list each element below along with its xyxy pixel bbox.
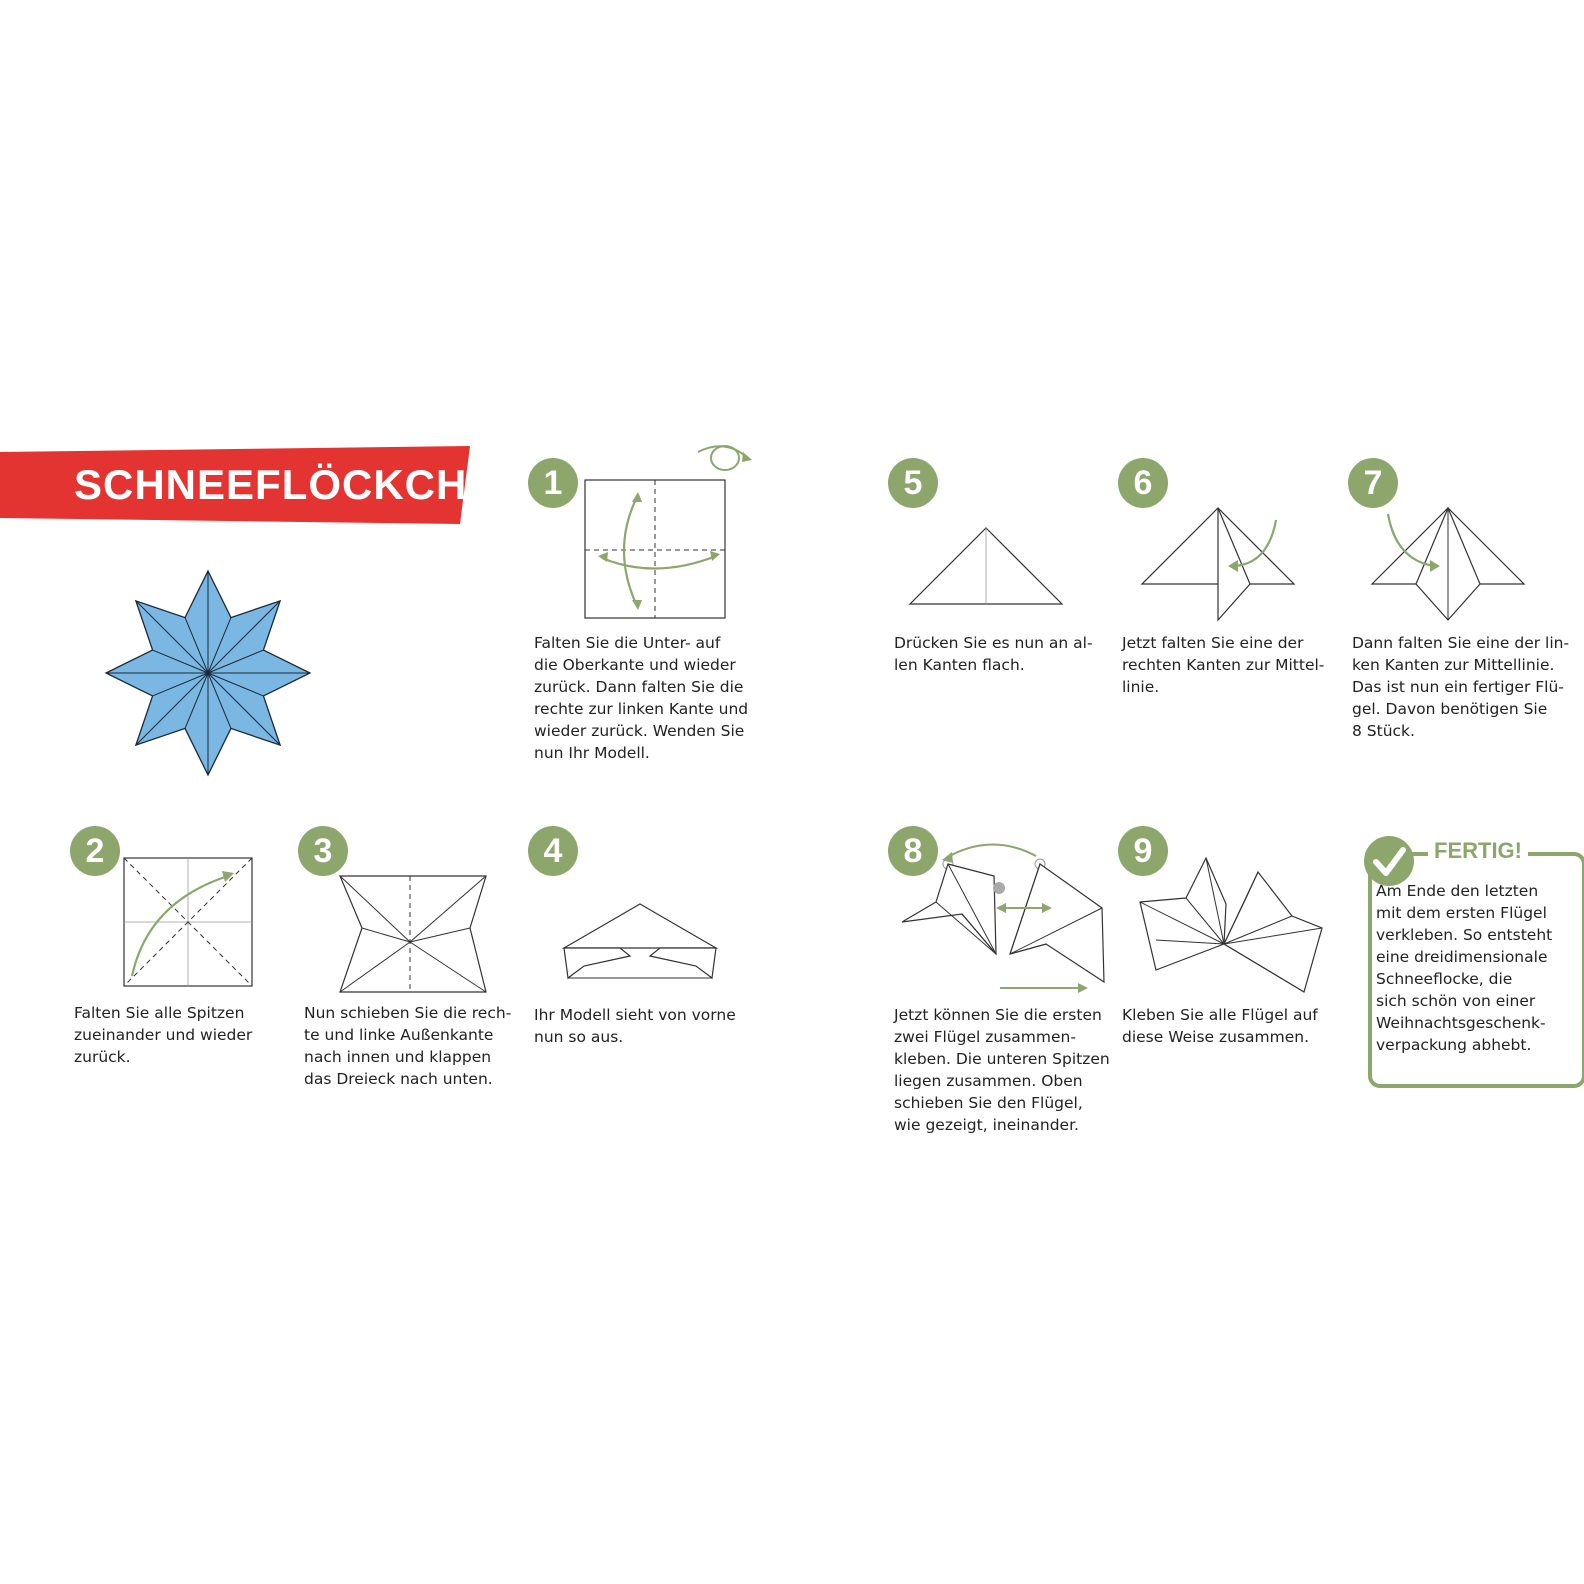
snowflake-fold-line	[135, 600, 209, 674]
snowflake-fold-line	[135, 672, 209, 746]
step-6-badge: 6	[1118, 458, 1168, 508]
step-1-badge: 1	[528, 458, 578, 508]
check-icon	[1364, 836, 1414, 886]
snowflake-fold-line	[152, 649, 209, 674]
step-9-text: Kleben Sie alle Flügel auf diese Weise z…	[1122, 1006, 1318, 1046]
step-4-diagram	[561, 903, 719, 980]
step-5-diagram	[908, 527, 1064, 605]
snowflake-fold-line	[184, 617, 209, 674]
step-3-text: Nun schieben Sie die rech- te und linke …	[304, 1004, 512, 1088]
step-7-diagram	[1370, 506, 1526, 621]
snowflake-fold-line	[207, 649, 264, 674]
snowflake-illustration	[104, 569, 312, 777]
snowflake-fold-line	[207, 617, 232, 674]
step-2-diagram	[123, 857, 253, 987]
step-4-text: Ihr Modell sieht von vorne nun so aus.	[534, 1006, 736, 1046]
snowflake-fold-line	[207, 600, 281, 674]
step-1-diagram	[584, 445, 752, 619]
step-9-badge: 9	[1118, 826, 1168, 876]
fertig-text: Am Ende den letzten mit dem ersten Flüge…	[1376, 882, 1553, 1054]
step-5-badge: 5	[888, 458, 938, 508]
fertig-label: FERTIG!	[1428, 838, 1528, 864]
page-title: SCHNEEFLÖCKCHEN	[74, 461, 528, 508]
step-8-text: Jetzt können Sie die ersten zwei Flügel …	[894, 1006, 1110, 1134]
snowflake-fold-line	[207, 672, 264, 697]
step-2-badge: 2	[70, 826, 120, 876]
step-3-diagram	[339, 875, 487, 993]
step-8-badge: 8	[888, 826, 938, 876]
step-9-diagram	[1139, 856, 1323, 993]
fertig-box	[1368, 852, 1584, 1088]
step-6-text: Jetzt falten Sie eine der rechten Kanten…	[1122, 634, 1325, 696]
step-3-badge: 3	[298, 826, 348, 876]
snowflake-fold-line	[184, 672, 209, 729]
step-5-text: Drücken Sie es nun an al- len Kanten fla…	[894, 634, 1093, 674]
snowflake-fold-line	[207, 672, 232, 729]
step-7-text: Dann falten Sie eine der lin- ken Kanten…	[1352, 634, 1570, 740]
snowflake-fold-line	[152, 672, 209, 697]
snowflake-fold-line	[207, 672, 281, 746]
title-banner	[0, 446, 474, 524]
step-1-text: Falten Sie die Unter- auf die Oberkante …	[534, 634, 749, 762]
step-6-diagram	[1140, 507, 1296, 622]
step-4-badge: 4	[528, 826, 578, 876]
step-8-diagram	[901, 843, 1105, 993]
step-7-badge: 7	[1348, 458, 1398, 508]
step-2-text: Falten Sie alle Spitzen zueinander und w…	[74, 1004, 253, 1066]
